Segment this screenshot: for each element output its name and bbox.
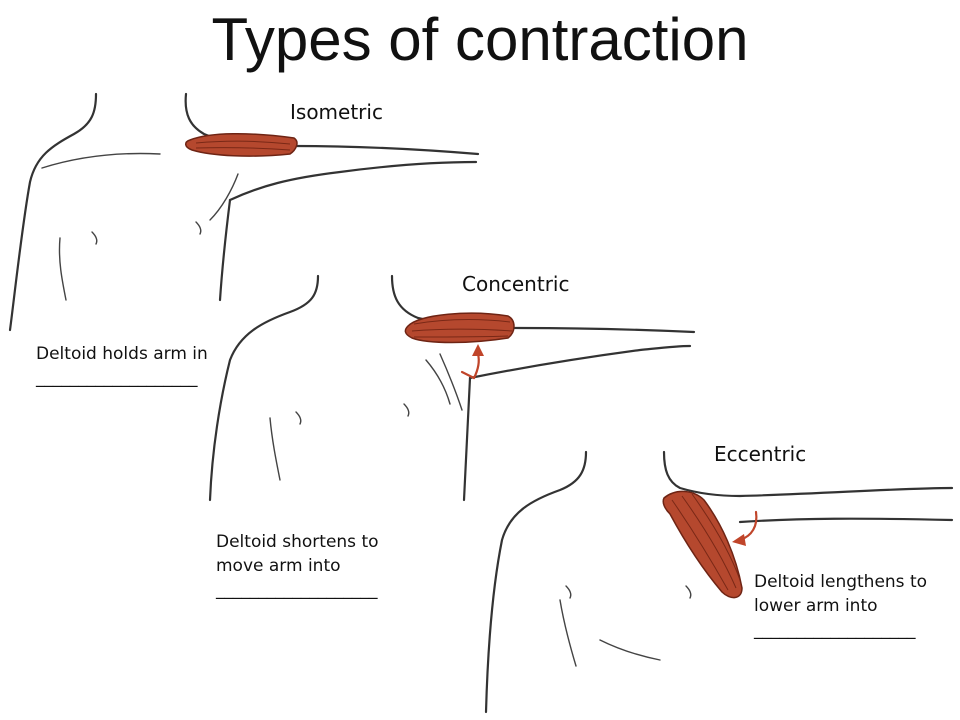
caption-concentric: Deltoid shortens to move arm into ______… [216, 530, 379, 602]
arrow-eccentric [732, 510, 758, 546]
caption-concentric-line-2: move arm into [216, 556, 341, 576]
caption-eccentric-blank: ___________________ [754, 620, 916, 640]
caption-concentric-blank: ___________________ [216, 580, 378, 600]
label-eccentric: Eccentric [714, 442, 807, 466]
page-title: Types of contraction [211, 6, 749, 73]
deltoid-eccentric [662, 490, 743, 599]
caption-isometric-blank: ___________________ [36, 368, 198, 388]
torso-eccentric [484, 450, 954, 714]
label-concentric: Concentric [462, 272, 570, 296]
caption-eccentric-line-1: Deltoid lengthens to [754, 572, 928, 592]
caption-isometric-line-1: Deltoid holds arm in [36, 344, 208, 364]
caption-eccentric: Deltoid lengthens to lower arm into ____… [754, 570, 927, 642]
arrow-concentric [460, 344, 484, 380]
caption-isometric: Deltoid holds arm in ___________________ [36, 342, 208, 390]
caption-eccentric-line-2: lower arm into [754, 596, 878, 616]
caption-concentric-line-1: Deltoid shortens to [216, 532, 379, 552]
deltoid-isometric [185, 132, 298, 157]
deltoid-concentric [404, 312, 515, 344]
torso-isometric [8, 92, 480, 332]
torso-concentric [208, 274, 696, 502]
label-isometric: Isometric [290, 100, 383, 124]
